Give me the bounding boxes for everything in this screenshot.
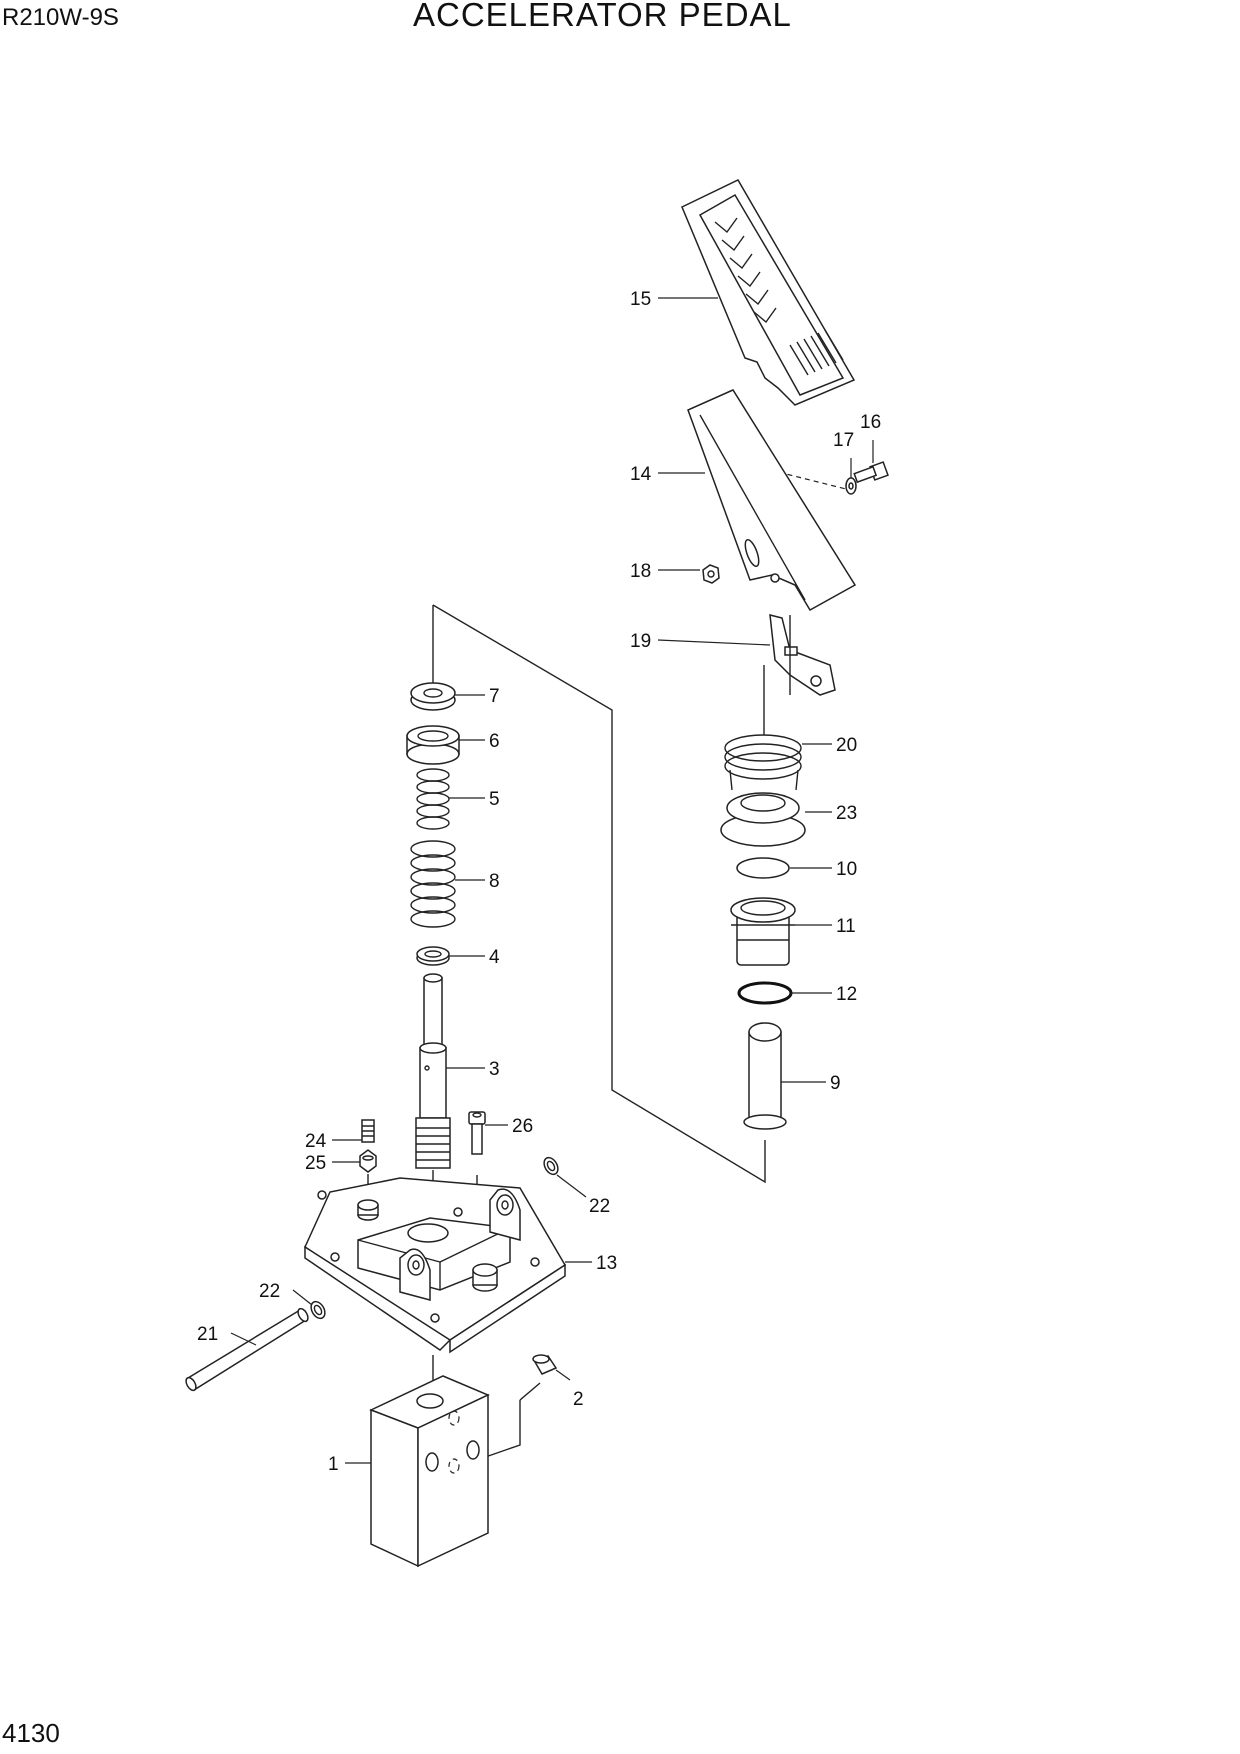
callout-22-left: 22	[259, 1281, 280, 1302]
part-2-plug-screw[interactable]	[532, 1354, 558, 1375]
part-17-washer[interactable]	[845, 477, 857, 495]
callout-23: 23	[836, 803, 857, 824]
callout-16: 16	[860, 412, 881, 433]
callout-3: 3	[489, 1059, 500, 1080]
part-20-return-spring[interactable]	[724, 734, 802, 791]
callout-8: 8	[489, 871, 500, 892]
part-22-snap-ring-left[interactable]	[308, 1299, 327, 1321]
callout-21: 21	[197, 1324, 218, 1345]
leader-lines	[230, 297, 874, 1464]
part-22-snap-ring-right[interactable]	[541, 1155, 560, 1177]
callout-12: 12	[836, 984, 857, 1005]
part-15-pedal-pad[interactable]	[681, 179, 856, 406]
callout-1: 1	[328, 1454, 339, 1475]
callout-18: 18	[630, 561, 651, 582]
callout-26: 26	[512, 1116, 533, 1137]
callout-7: 7	[489, 686, 500, 707]
part-14-pedal-bracket[interactable]	[687, 389, 857, 612]
part-16-bolt[interactable]	[853, 461, 889, 484]
part-12-o-ring[interactable]	[737, 981, 793, 1005]
page-title: ACCELERATOR PEDAL	[413, 0, 792, 33]
part-24-set-screw[interactable]	[361, 1119, 375, 1143]
callout-9: 9	[830, 1073, 841, 1094]
callout-6: 6	[489, 731, 500, 752]
part-18-nut[interactable]	[702, 564, 720, 584]
callout-19: 19	[630, 631, 651, 652]
part-26-cap-screw[interactable]	[468, 1111, 486, 1155]
part-19-pedal-arm[interactable]	[769, 614, 836, 696]
callout-13: 13	[596, 1253, 617, 1274]
callout-14: 14	[630, 464, 652, 485]
assembly-guide-line	[519, 1382, 541, 1401]
part-21-pin[interactable]	[184, 1307, 310, 1392]
part-23-boot[interactable]	[720, 792, 806, 847]
callout-2: 2	[573, 1389, 584, 1410]
callout-5: 5	[489, 789, 500, 810]
part-13-base-plate[interactable]	[304, 1177, 567, 1354]
part-9-push-rod[interactable]	[743, 1022, 787, 1130]
callout-10: 10	[836, 859, 857, 880]
part-5-inner-spring[interactable]	[416, 768, 450, 830]
assembly-guide-line	[432, 604, 766, 1184]
part-6-spring-seat[interactable]	[406, 725, 460, 765]
callout-11: 11	[836, 916, 856, 937]
model-code: R210W-9S	[2, 4, 119, 31]
part-25-nut[interactable]	[359, 1149, 377, 1173]
part-1-valve-body[interactable]	[369, 1375, 490, 1568]
callout-20: 20	[836, 735, 857, 756]
callout-15: 15	[630, 289, 651, 310]
part-4-washer[interactable]	[416, 946, 450, 966]
callout-22-right: 22	[589, 1196, 610, 1217]
part-11-plug[interactable]	[730, 897, 796, 966]
page-number: 4130	[2, 1718, 60, 1748]
part-3-spool[interactable]	[415, 973, 451, 1169]
callout-24: 24	[305, 1131, 327, 1152]
callout-17: 17	[833, 430, 854, 451]
callout-4: 4	[489, 947, 500, 968]
part-8-outer-spring[interactable]	[410, 840, 456, 928]
part-7-seat-washer[interactable]	[410, 682, 456, 711]
callout-25: 25	[305, 1153, 326, 1174]
part-10-ring[interactable]	[736, 857, 790, 879]
